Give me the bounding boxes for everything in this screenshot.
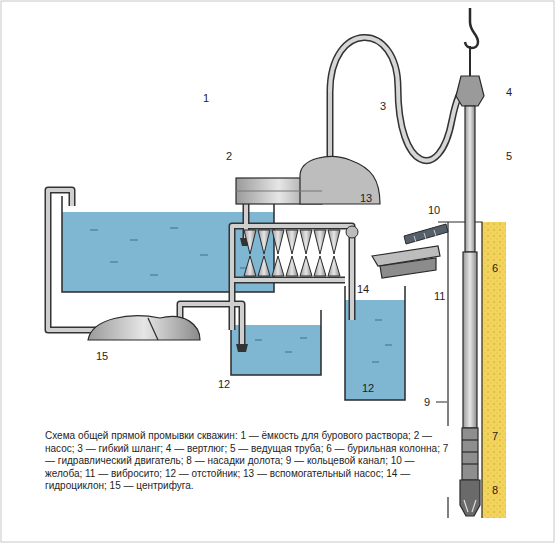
- callout-number: 8: [492, 484, 498, 496]
- callout-number: 15: [96, 350, 108, 362]
- auxiliary-pump: [346, 226, 358, 238]
- callout-number: 3: [380, 100, 386, 112]
- callout-number: 1: [203, 92, 209, 104]
- vibrating-screen: [372, 246, 440, 278]
- callout-number: 4: [506, 86, 512, 98]
- hydrocyclone: [244, 230, 340, 276]
- flexible-hose: [330, 37, 466, 160]
- caption-box: Схема общей прямой промывки скважин: 1 —…: [40, 426, 454, 497]
- pipeline: [48, 92, 352, 352]
- centrifuge: [88, 316, 200, 340]
- trough: [404, 224, 448, 244]
- caption: Схема общей прямой промывки скважин: 1 —…: [45, 430, 449, 493]
- callout-number: 5: [506, 150, 512, 162]
- callout-number: 9: [424, 396, 430, 408]
- callout-number: 13: [360, 192, 372, 204]
- callout-number: 7: [492, 430, 498, 442]
- pump: [236, 157, 380, 204]
- callout-number: 12: [218, 378, 230, 390]
- callout-number: 10: [428, 204, 440, 216]
- callout-number: 12: [362, 382, 374, 394]
- callout-number: 6: [492, 262, 498, 274]
- callout-number: 14: [357, 283, 369, 295]
- callout-number: 11: [434, 290, 445, 302]
- callout-number: 2: [226, 150, 232, 162]
